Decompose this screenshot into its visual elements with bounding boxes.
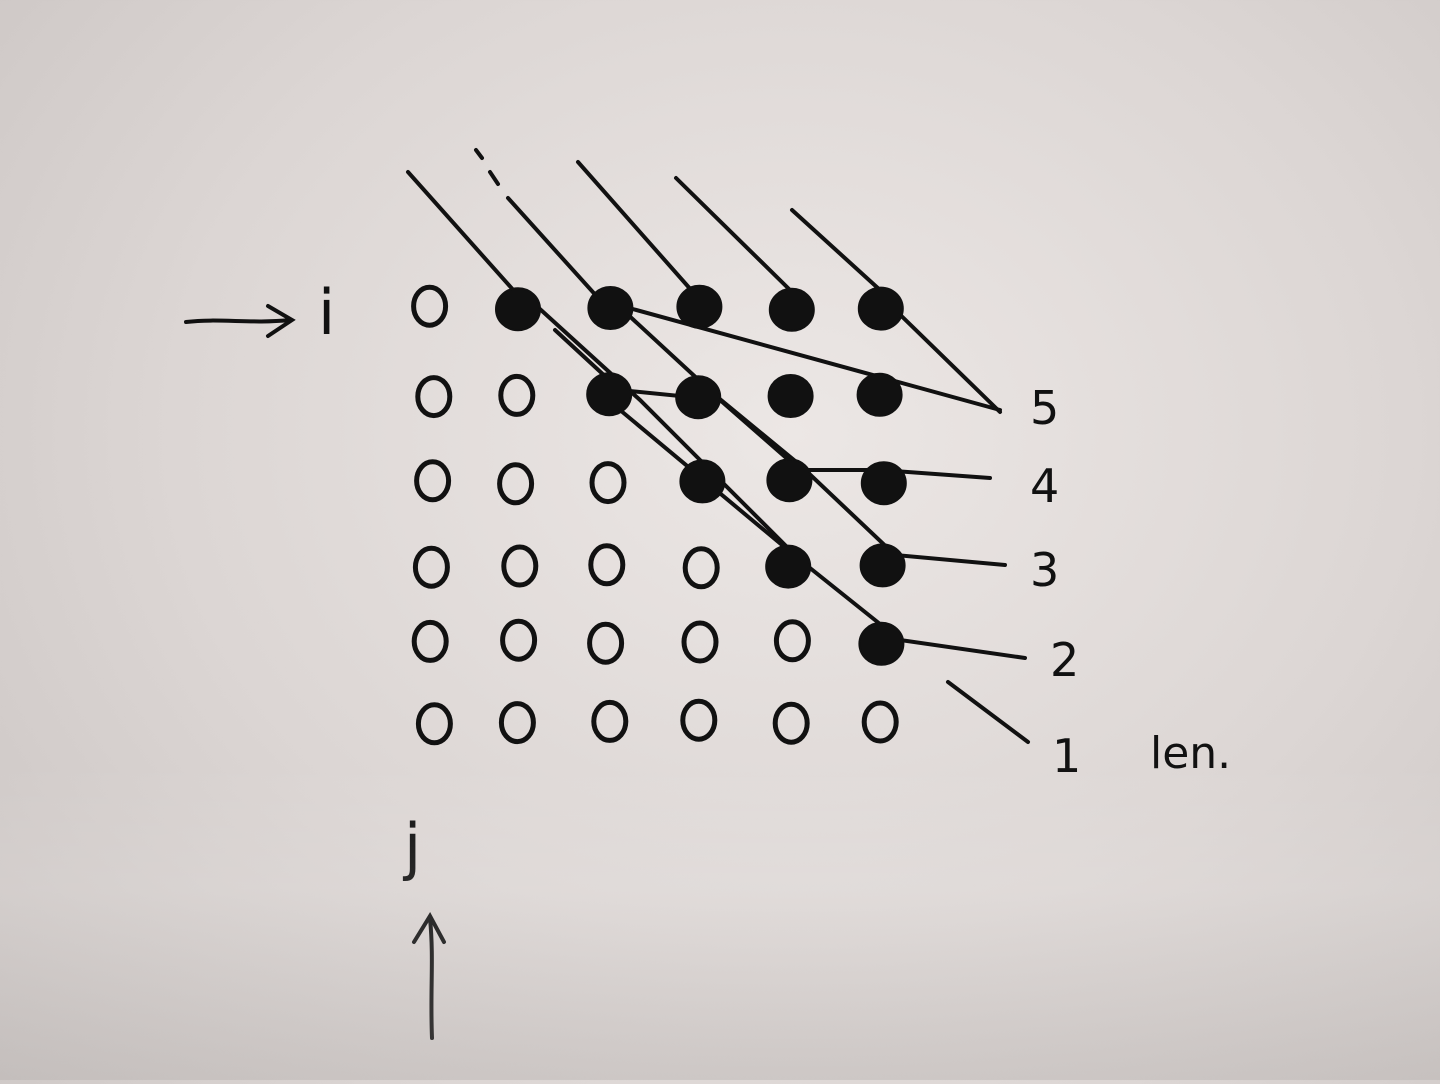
cell-filled [858,621,905,666]
diagonal-line-5 [406,170,517,294]
cell-empty [682,546,720,590]
cell-empty [591,699,629,743]
cell-filled [675,375,722,420]
cell-filled [679,459,726,504]
cell-empty [498,701,536,745]
diagonal-label-3: 3 [1030,543,1059,597]
axis-j-label: j [402,810,421,883]
cell-grid [411,284,907,746]
cell-empty [497,462,535,506]
cell-empty [501,544,539,588]
len-label: len. [1150,728,1231,779]
cell-empty [772,701,810,745]
diagonal-lines [406,148,1030,744]
cell-filled [586,372,633,417]
diagonal-line-through-5 [883,298,1002,414]
diagonal-label-2: 2 [1050,633,1079,687]
diagonal-line-len-1 [946,680,1030,744]
cell-empty [411,619,449,663]
cell-filled [766,458,813,503]
cell-filled [859,543,906,588]
cell-filled [857,286,904,331]
diagonal-label-4: 4 [1030,459,1059,513]
cell-empty [500,618,538,662]
diagonal-line-upper-dashed [474,148,1002,412]
diagonal-line-4-top [576,160,702,302]
cell-filled [860,461,907,506]
cell-filled [765,544,812,589]
diagonal-label-1: 1 [1052,729,1081,783]
cell-empty [681,620,719,664]
row-arrow-icon [184,304,296,338]
cell-empty [773,619,811,663]
cell-empty [861,700,899,744]
cell-filled [767,374,814,418]
cell-empty [589,461,627,505]
cell-empty [587,621,625,665]
cell-empty [588,543,626,587]
cell-empty [411,284,449,328]
diagonal-label-5: 5 [1030,381,1059,435]
cell-empty [680,698,718,742]
cell-empty [414,459,452,503]
axis-i-label: i [318,276,335,349]
cell-empty [415,702,453,746]
cell-filled [676,284,723,329]
cell-filled [495,287,541,332]
diagonal-line-2-top [790,208,882,292]
diagonal-line-3-top [674,176,792,292]
column-arrow-icon [412,911,446,1040]
cell-empty [415,375,453,419]
cell-filled [856,372,903,417]
cell-filled [587,286,634,330]
cell-filled [768,287,815,332]
cell-empty [498,373,536,417]
cell-empty [412,545,450,589]
